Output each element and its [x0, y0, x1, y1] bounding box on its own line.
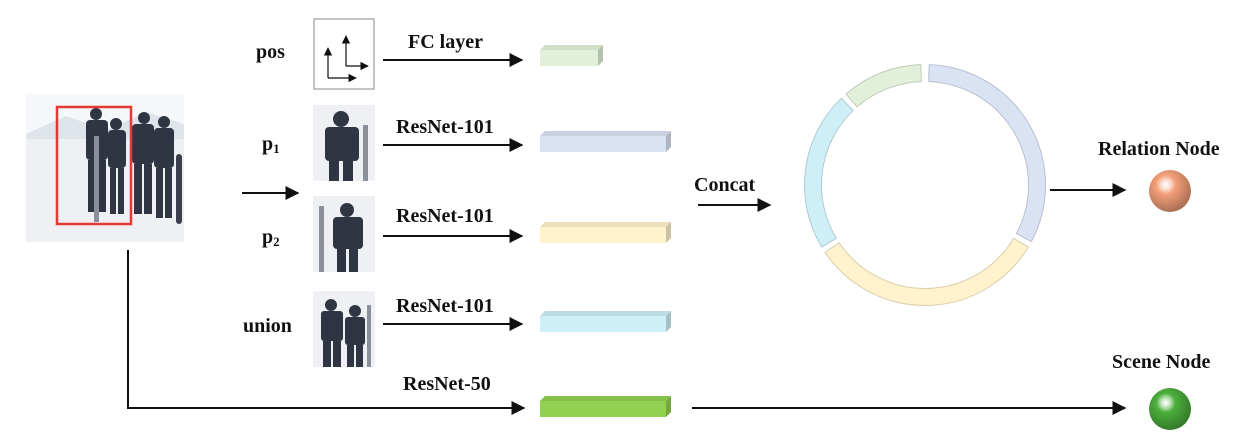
p2-label: p2 — [262, 226, 280, 249]
scene-node-label: Scene Node — [1112, 351, 1210, 373]
p1-feature-vector — [540, 131, 671, 152]
scene-node — [1149, 388, 1191, 430]
p1-crop-image — [313, 105, 375, 181]
concat-ring — [804, 64, 1046, 306]
relation-node-label: Relation Node — [1098, 138, 1220, 160]
fc-layer-label: FC layer — [408, 31, 483, 53]
pos-feature-vector — [540, 45, 603, 66]
ring-segment-union — [804, 97, 854, 248]
p1-label: p1 — [262, 133, 280, 156]
p2-network-label: ResNet-101 — [396, 205, 494, 227]
position-encoding-icon — [313, 18, 375, 90]
p1-network-label: ResNet-101 — [396, 116, 494, 138]
relation-node — [1149, 170, 1191, 212]
ring-segment-pos — [845, 64, 922, 108]
union-crop-image — [313, 291, 375, 367]
union-label: union — [243, 315, 292, 337]
union-network-label: ResNet-101 — [396, 295, 494, 317]
scene-path-arrow — [127, 250, 526, 415]
scene-feature-vector — [540, 396, 671, 417]
scene-network-label: ResNet-50 — [403, 373, 491, 395]
ring-segment-p2 — [824, 237, 1029, 306]
pos-label: pos — [256, 41, 285, 63]
ring-segment-p1 — [928, 64, 1046, 243]
concat-label: Concat — [694, 174, 755, 196]
p2-crop-image — [313, 196, 375, 272]
input-photo — [26, 94, 184, 242]
union-feature-vector — [540, 311, 671, 332]
p2-feature-vector — [540, 222, 671, 243]
